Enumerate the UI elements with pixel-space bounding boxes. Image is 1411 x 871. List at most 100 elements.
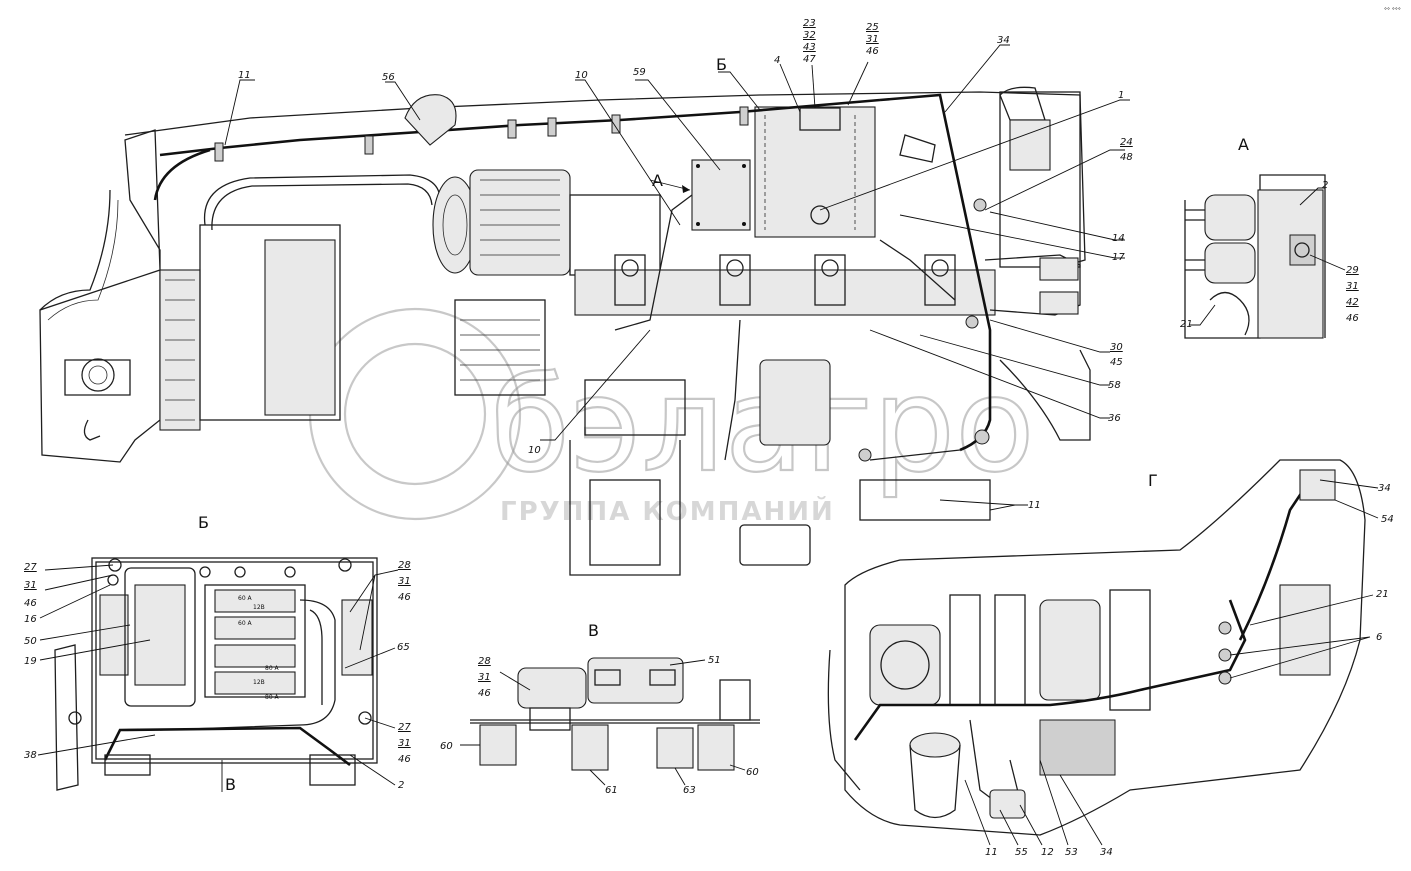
left-sensor-core <box>88 365 108 385</box>
view-g-left-frame <box>827 649 861 791</box>
screw <box>68 711 82 725</box>
callout-b-50: 50 <box>24 636 37 647</box>
view-a-bolt-head <box>1294 242 1310 258</box>
view-g-title: Г <box>1148 471 1158 490</box>
callout-10b: 10 <box>528 445 541 456</box>
main-callouts: 11 56 10 59 Б 4 23 32 43 47 25 31 46 34 … <box>238 18 1133 511</box>
compressor-ribs <box>480 179 560 256</box>
watermark: бэлагро ГРУППА КОМПАНИЙ <box>308 307 1036 527</box>
callout-31: 31 <box>866 34 879 45</box>
view-g-cylinder-top <box>909 732 961 758</box>
callout-17: 17 <box>1112 252 1125 263</box>
pump-block-lines <box>460 319 540 381</box>
radiator-fins <box>165 279 195 421</box>
connector-upper <box>1039 257 1079 281</box>
view-b-wire <box>309 609 323 705</box>
view-a: А 2 29 31 42 46 21 <box>1180 135 1359 339</box>
callout-a-46: 46 <box>1346 313 1359 324</box>
junction-screw <box>742 164 746 168</box>
oil-filter <box>759 359 831 446</box>
leader-g-34b <box>1059 774 1103 846</box>
harness-grommet <box>974 429 990 445</box>
leader-a-2 <box>1299 187 1325 206</box>
leader-v-60b <box>729 764 746 771</box>
main-leaders <box>224 44 1130 511</box>
leader-v-51 <box>669 659 706 666</box>
fuse-label: 60 A <box>238 620 253 627</box>
callout-14: 14 <box>1112 233 1125 244</box>
injector-3 <box>814 254 846 306</box>
leader-34a <box>944 44 1010 113</box>
callout-g-53: 53 <box>1065 847 1078 858</box>
pump-block <box>454 299 546 396</box>
callout-10: 10 <box>575 70 588 81</box>
view-g-column-1 <box>949 594 981 706</box>
view-b-harness <box>159 599 336 731</box>
fuse-box-top-connector <box>799 107 841 131</box>
relay-60 <box>479 724 517 766</box>
callout-b-2: 2 <box>398 780 404 791</box>
callout-b-19: 19 <box>24 656 37 667</box>
clip <box>364 135 374 155</box>
callout-b-38: 38 <box>24 750 37 761</box>
leader-a-29 <box>1309 254 1346 271</box>
leader-b-50 <box>39 624 131 641</box>
screw <box>199 566 211 578</box>
callout-34: 34 <box>997 35 1010 46</box>
plug <box>1218 671 1232 685</box>
callout-b-65: 65 <box>397 642 410 653</box>
callout-g-55: 55 <box>1015 847 1028 858</box>
callout-b-27b: 27 <box>398 722 411 733</box>
view-g-starter <box>1039 719 1116 776</box>
cylinder-head <box>574 269 996 316</box>
pulley-inner <box>442 194 468 256</box>
left-sensor-wire <box>83 419 101 441</box>
injector-4-cap <box>931 259 949 277</box>
leader-g-55 <box>999 809 1019 846</box>
leader-58 <box>919 334 1110 386</box>
callout-b-46b: 46 <box>398 592 411 603</box>
view-g-column-2 <box>994 594 1026 706</box>
fuel-filter-group <box>584 379 686 436</box>
callout-58: 58 <box>1108 380 1121 391</box>
chassis-top-frame <box>124 91 1086 271</box>
view-v-title: В <box>588 621 599 640</box>
fuse-box-main <box>754 106 876 238</box>
screw <box>284 566 296 578</box>
callout-v-60: 60 <box>440 741 453 752</box>
callout-24: 24 <box>1120 137 1133 148</box>
connector-lower <box>1039 291 1079 315</box>
clip <box>739 106 749 126</box>
fuse-label: 12B <box>253 679 265 686</box>
connector-56 <box>404 94 457 146</box>
callout-b-31: 31 <box>24 580 37 591</box>
view-g-cylinder <box>909 744 961 819</box>
callout-23: 23 <box>803 18 816 29</box>
callout-v-51: 51 <box>708 655 721 666</box>
callout-g-34b: 34 <box>1100 847 1113 858</box>
callout-11b: 11 <box>1028 500 1041 511</box>
view-g: Г 34 54 21 6 1 <box>827 459 1394 858</box>
view-g-outline <box>844 459 1366 836</box>
view-a-wires <box>1185 209 1205 271</box>
injector-1 <box>614 254 646 306</box>
right-cab-panel <box>999 91 1081 268</box>
clip <box>214 142 224 162</box>
screw <box>234 566 246 578</box>
fuse-4 <box>214 671 296 695</box>
leader-56 <box>385 81 421 121</box>
harness-left-drop <box>153 148 211 201</box>
callout-g-6: 6 <box>1376 632 1382 643</box>
view-g-harness-up <box>1238 479 1312 641</box>
view-b-fuses: 60 A 12B 60 A 80 A 12B 80 A <box>214 589 296 701</box>
leader-g-54 <box>1334 499 1379 519</box>
view-b-panel <box>91 557 378 764</box>
left-sensor-bracket <box>64 359 131 396</box>
view-a-loop <box>1209 291 1250 336</box>
fuse-label: 12B <box>253 604 265 611</box>
junction-screw <box>696 164 700 168</box>
view-g-top-connector <box>1299 469 1336 501</box>
callout-v-28: 28 <box>478 656 491 667</box>
lower-sump <box>569 440 681 576</box>
